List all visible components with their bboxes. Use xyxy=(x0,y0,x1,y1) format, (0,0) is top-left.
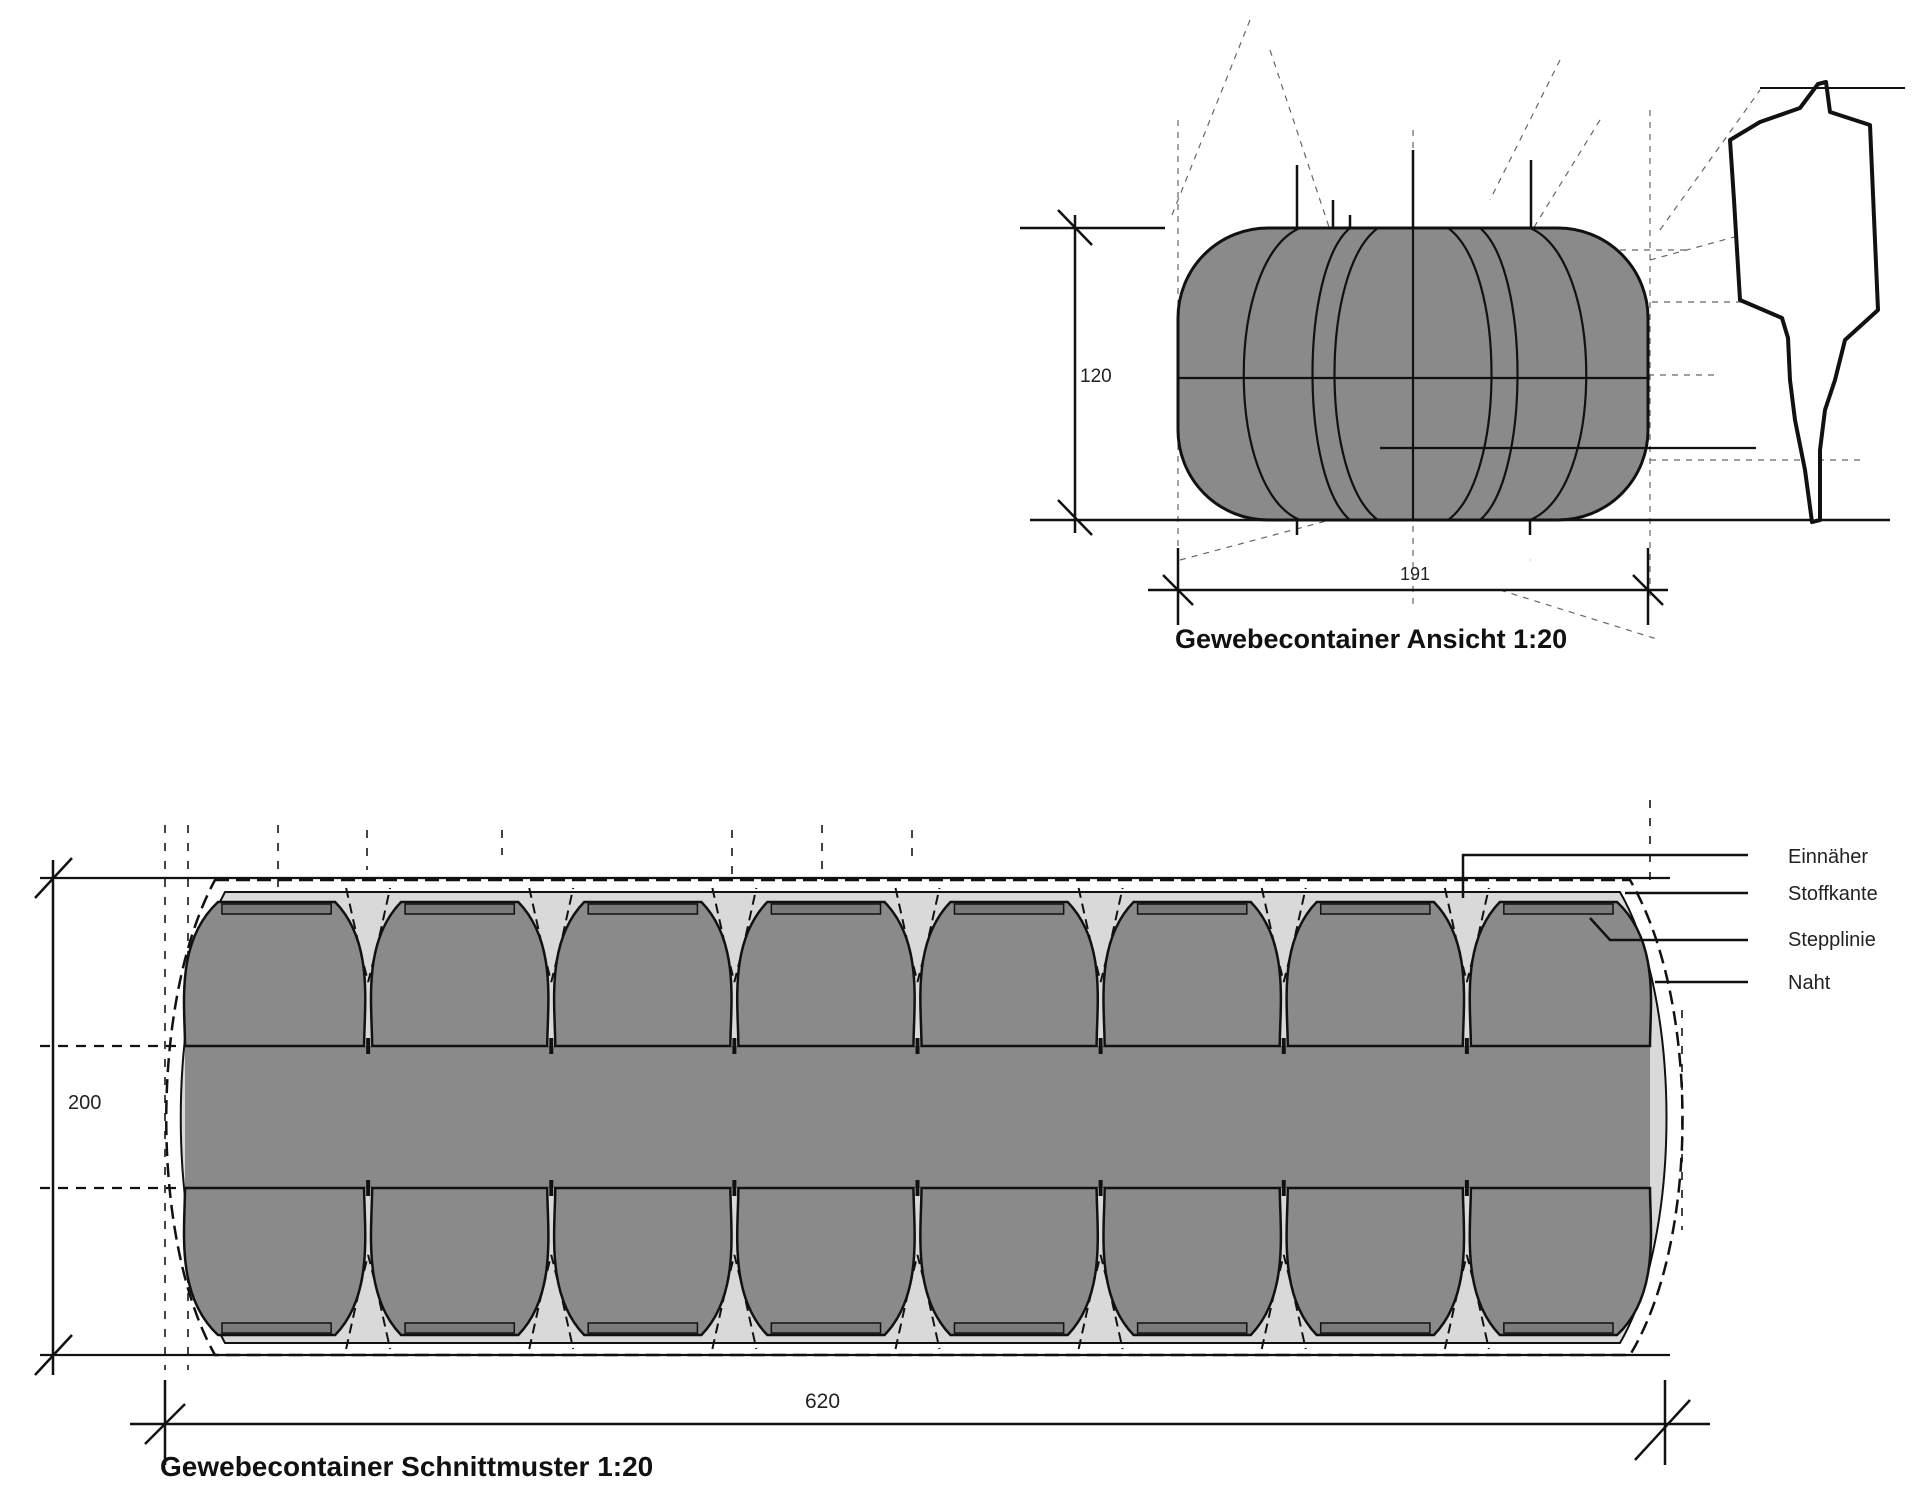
pattern-gore-upper xyxy=(369,900,550,1048)
view-title: Gewebecontainer Ansicht 1:20 xyxy=(1175,624,1567,654)
pattern-edge-strip xyxy=(404,1322,516,1334)
pattern-edge-strip xyxy=(1136,903,1248,915)
pattern-gore-upper xyxy=(919,900,1100,1048)
legend-naht: Naht xyxy=(1788,972,1831,994)
pattern-edge-strip xyxy=(587,1322,699,1334)
container-gores xyxy=(1178,226,1756,522)
pattern-gore-lower xyxy=(182,1186,367,1337)
pattern-gusset-seam xyxy=(711,1254,758,1350)
pattern-height-dimension xyxy=(34,857,73,1376)
pattern-edge-strip xyxy=(221,903,332,915)
human-figure xyxy=(1728,80,1880,524)
pattern-gusset-seam xyxy=(1260,1254,1307,1350)
legend-stoffkante: Stoffkante xyxy=(1788,883,1878,905)
pattern-gusset-seam xyxy=(345,1254,392,1350)
pattern-gore-lower xyxy=(736,1186,916,1337)
pattern-edge-strip xyxy=(953,903,1065,915)
pattern-gore-lower xyxy=(369,1186,550,1337)
pattern-edge-strip xyxy=(587,903,699,915)
pattern-gusset-seam xyxy=(1077,1254,1124,1350)
pattern-width-dimension xyxy=(130,1380,1710,1465)
pattern-gore-lower xyxy=(1102,1186,1283,1337)
container-ticks xyxy=(1295,150,1533,535)
pattern-gore-upper xyxy=(736,900,916,1048)
pattern-gusset-seam xyxy=(711,887,758,983)
pattern-edge-strip xyxy=(1319,1322,1431,1334)
pattern-gusset-seam xyxy=(1443,887,1490,983)
legend-einnaeher: Einnäher xyxy=(1788,846,1868,868)
container-pattern: 200 620 Einnäher Stoffkante Stepplinie N… xyxy=(34,800,1878,1482)
legend-leaders xyxy=(1461,853,1748,984)
pattern-edge-strip xyxy=(770,1322,882,1334)
pattern-gusset-seam xyxy=(528,887,575,983)
pattern-gore-upper xyxy=(1285,900,1466,1048)
pattern-gore-upper xyxy=(1102,900,1283,1048)
pattern-gusset-seam xyxy=(1260,887,1307,983)
pattern-edge-strip xyxy=(770,903,882,915)
pattern-gusset-seam xyxy=(1443,1254,1490,1350)
pattern-edge-strip xyxy=(1503,1322,1614,1334)
pattern-gusset-seam xyxy=(1077,887,1124,983)
pattern-gore-lower xyxy=(1468,1186,1653,1337)
pattern-edge-strip xyxy=(1136,1322,1248,1334)
pattern-edge-strip xyxy=(404,903,516,915)
container-view: 120 191 Gewebecontainer Ansicht 1:20 xyxy=(1020,19,1905,654)
pattern-edge-strip xyxy=(221,1322,332,1334)
pattern-panels xyxy=(182,887,1653,1350)
pattern-gusset-seam xyxy=(345,887,392,983)
view-width-dimension xyxy=(1148,548,1668,625)
pattern-gore-lower xyxy=(919,1186,1100,1337)
view-width-label: 191 xyxy=(1400,564,1430,584)
pattern-width-label: 620 xyxy=(805,1390,840,1413)
legend-stepplinie: Stepplinie xyxy=(1788,929,1876,951)
pattern-height-label: 200 xyxy=(68,1092,101,1114)
pattern-gore-upper xyxy=(1468,900,1653,1048)
pattern-gusset-seam xyxy=(894,887,941,983)
pattern-edge-strip xyxy=(1503,903,1614,915)
pattern-reference-lines xyxy=(40,876,1670,1357)
pattern-edge-strip xyxy=(953,1322,1065,1334)
pattern-gore-upper xyxy=(552,900,733,1048)
view-height-dimension xyxy=(1057,209,1093,536)
pattern-gusset-seam xyxy=(528,1254,575,1350)
pattern-title: Gewebecontainer Schnittmuster 1:20 xyxy=(160,1451,653,1482)
pattern-gusset-seam xyxy=(894,1254,941,1350)
pattern-gore-upper xyxy=(182,900,367,1048)
pattern-edge-strip xyxy=(1319,903,1431,915)
view-height-label: 120 xyxy=(1080,366,1112,387)
pattern-gore-lower xyxy=(1285,1186,1466,1337)
pattern-gore-lower xyxy=(552,1186,733,1337)
pattern-legend: Einnäher Stoffkante Stepplinie Naht xyxy=(1788,846,1878,994)
pattern-center-band xyxy=(185,1046,1650,1188)
